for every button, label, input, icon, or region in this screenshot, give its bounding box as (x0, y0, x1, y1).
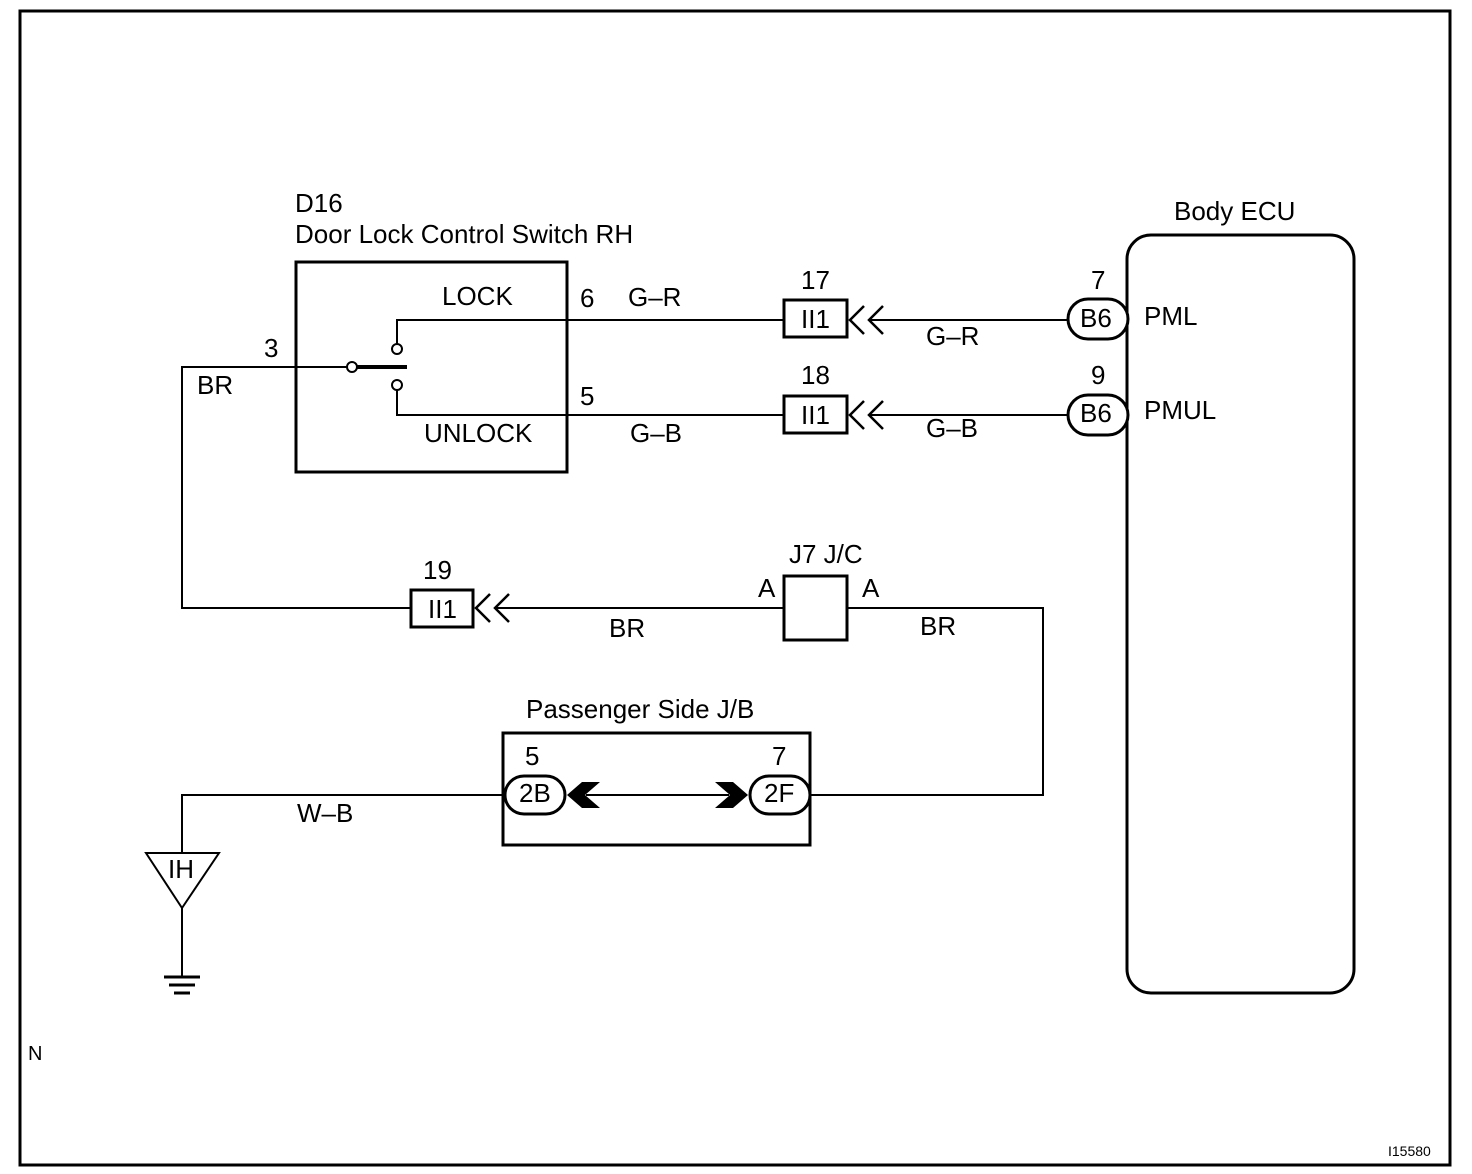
lock-connector (782, 298, 849, 339)
pml-connector (1066, 297, 1130, 341)
unlock-connector-chevron-1 (848, 400, 865, 430)
jc-body (782, 574, 849, 642)
unlock-contact (391, 379, 403, 391)
unlock-contact-line (396, 390, 567, 416)
pmul-signal: PMUL (1144, 395, 1216, 425)
common-wire-color: BR (197, 370, 233, 400)
jb-left-pin: 5 (525, 741, 539, 771)
jb-left-arrow-icon (567, 782, 600, 808)
ground-point-triangle (144, 852, 221, 910)
switch-pin-unlock: 5 (580, 381, 594, 411)
ground-point-label: IH (168, 854, 194, 884)
pml-connector-code: B6 (1080, 303, 1112, 333)
jb-right-connector (748, 774, 812, 816)
unlock-connector (782, 394, 849, 435)
ground-side-connector-pin: 19 (423, 555, 452, 585)
diagram-frame (18, 9, 1452, 1167)
lock-circuit: G–R II1 17 G–R (567, 265, 1068, 351)
jb-name: Passenger Side J/B (526, 694, 754, 724)
pmul-connector (1066, 393, 1130, 437)
ecu-name: Body ECU (1174, 196, 1295, 226)
common-wire-left (181, 366, 411, 609)
jc-wire-right (810, 607, 1044, 796)
body-ecu: Body ECU B6 7 PML B6 9 PMUL (1066, 196, 1356, 995)
ground-side-chevron-1 (474, 593, 491, 623)
unlock-wire-right-color: G–B (926, 413, 978, 443)
unlock-wire-left-color: G–B (630, 418, 682, 448)
jb-right-connector-code: 2F (764, 778, 794, 808)
jb-left-connector-code: 2B (519, 778, 551, 808)
ground-wire-color: W–B (297, 798, 353, 828)
unlock-circuit: G–B II1 18 G–B (567, 360, 1068, 448)
ground-wire (181, 794, 505, 853)
pml-signal: PML (1144, 301, 1197, 331)
ground-circuit: W–B IH (144, 794, 505, 995)
corner-mark: N (28, 1043, 42, 1065)
junction-block: Passenger Side J/B 5 7 2B 2F (501, 694, 812, 847)
lock-position-label: LOCK (442, 281, 513, 311)
lock-connector-chevron-1 (848, 305, 865, 335)
jb-right-arrow-icon (715, 782, 748, 808)
lock-connector-pin: 17 (801, 265, 830, 295)
jc-wire-left-color: BR (609, 613, 645, 643)
common-contact (346, 361, 358, 373)
jc-wire-right-color: BR (920, 611, 956, 641)
unlock-connector-code: II1 (801, 400, 830, 430)
switch-pin-common: 3 (264, 333, 278, 363)
switch-id: D16 (295, 188, 343, 218)
unlock-position-label: UNLOCK (424, 418, 533, 448)
lock-contact-line (396, 319, 567, 344)
unlock-connector-pin: 18 (801, 360, 830, 390)
pmul-connector-code: B6 (1080, 398, 1112, 428)
jb-right-pin: 7 (772, 741, 786, 771)
jc-name: J7 J/C (789, 539, 863, 569)
ground-side-connector (409, 588, 475, 629)
ground-symbol-icon (164, 975, 200, 995)
figure-id: I15580 (1388, 1143, 1431, 1159)
ecu-body (1125, 233, 1356, 995)
lock-wire-left-color: G–R (628, 282, 681, 312)
pmul-pin: 9 (1091, 360, 1105, 390)
switch-pin-lock: 6 (580, 283, 594, 313)
ground-side-connector-code: II1 (428, 594, 457, 624)
lock-wire-right-color: G–R (926, 321, 979, 351)
jc-right-pin: A (862, 573, 880, 603)
switch-name: Door Lock Control Switch RH (295, 219, 633, 249)
junction-connector: J7 J/C A A (758, 539, 880, 642)
door-lock-control-switch: D16 Door Lock Control Switch RH LOCK UNL… (264, 188, 633, 474)
common-circuit: BR II1 19 BR BR (181, 366, 1044, 796)
lock-contact (391, 343, 403, 355)
lock-connector-code: II1 (801, 304, 830, 334)
jc-left-pin: A (758, 573, 776, 603)
pml-pin: 7 (1091, 265, 1105, 295)
